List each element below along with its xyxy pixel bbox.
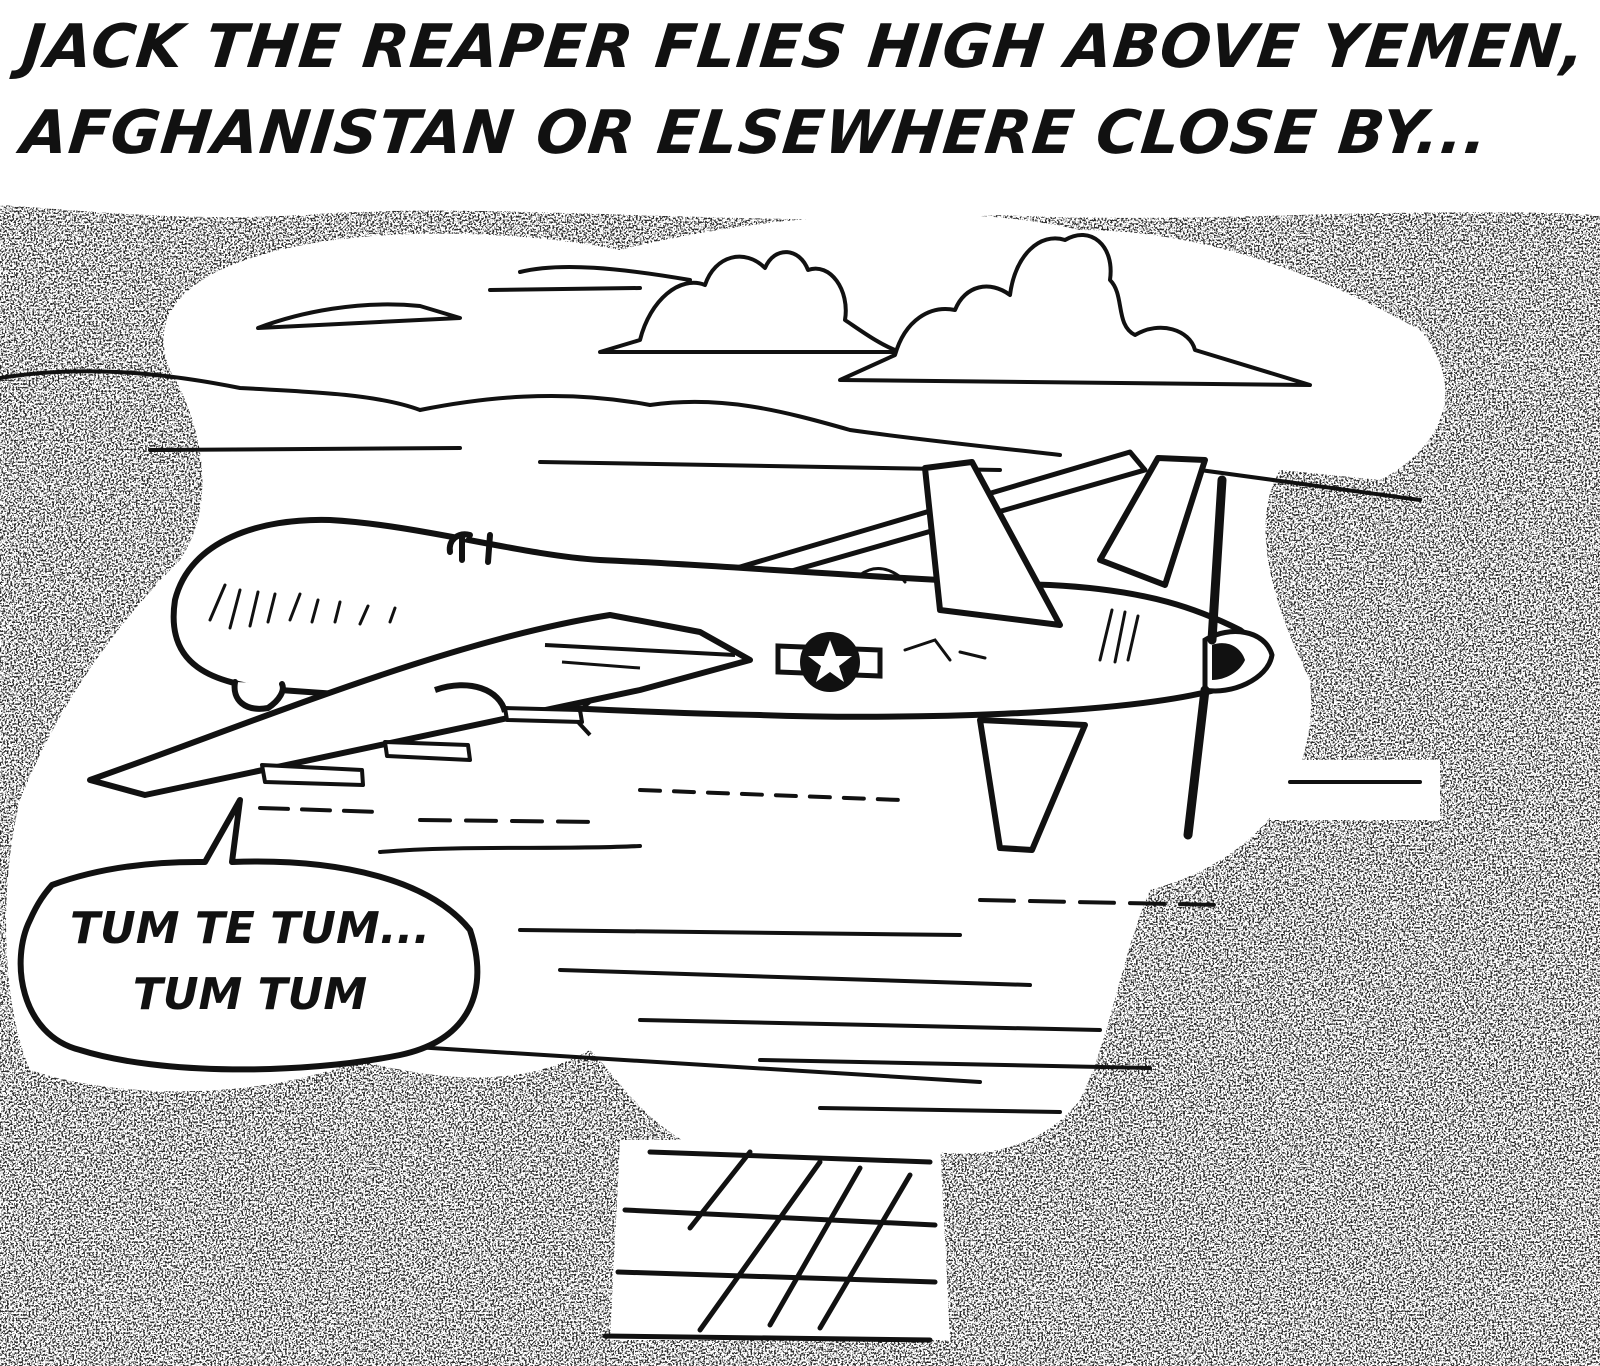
speech-line-1: Tum Te Tum...	[70, 903, 430, 954]
tail-fins	[922, 455, 1208, 853]
fuselage-details	[208, 567, 1140, 664]
speech-bubble-text: Tum Te Tum... Tum Tum	[40, 896, 460, 1028]
propeller	[1183, 475, 1275, 840]
clouds	[256, 233, 1312, 387]
speech-line-2: Tum Tum	[132, 969, 368, 1020]
terrain-lines	[0, 369, 1422, 1114]
field-grid	[602, 1149, 938, 1343]
speech-bubble	[17, 797, 481, 1073]
star-roundel-icon	[775, 632, 883, 692]
caption-box: Jack The Reaper Flies High Above Yemen, …	[9, 4, 1597, 176]
missiles	[260, 698, 594, 787]
caption-line-2: Afghanistan or Elsewhere Close By...	[17, 98, 1492, 168]
near-wing	[87, 612, 753, 798]
caption-line-1: Jack The Reaper Flies High Above Yemen,	[18, 12, 1590, 82]
